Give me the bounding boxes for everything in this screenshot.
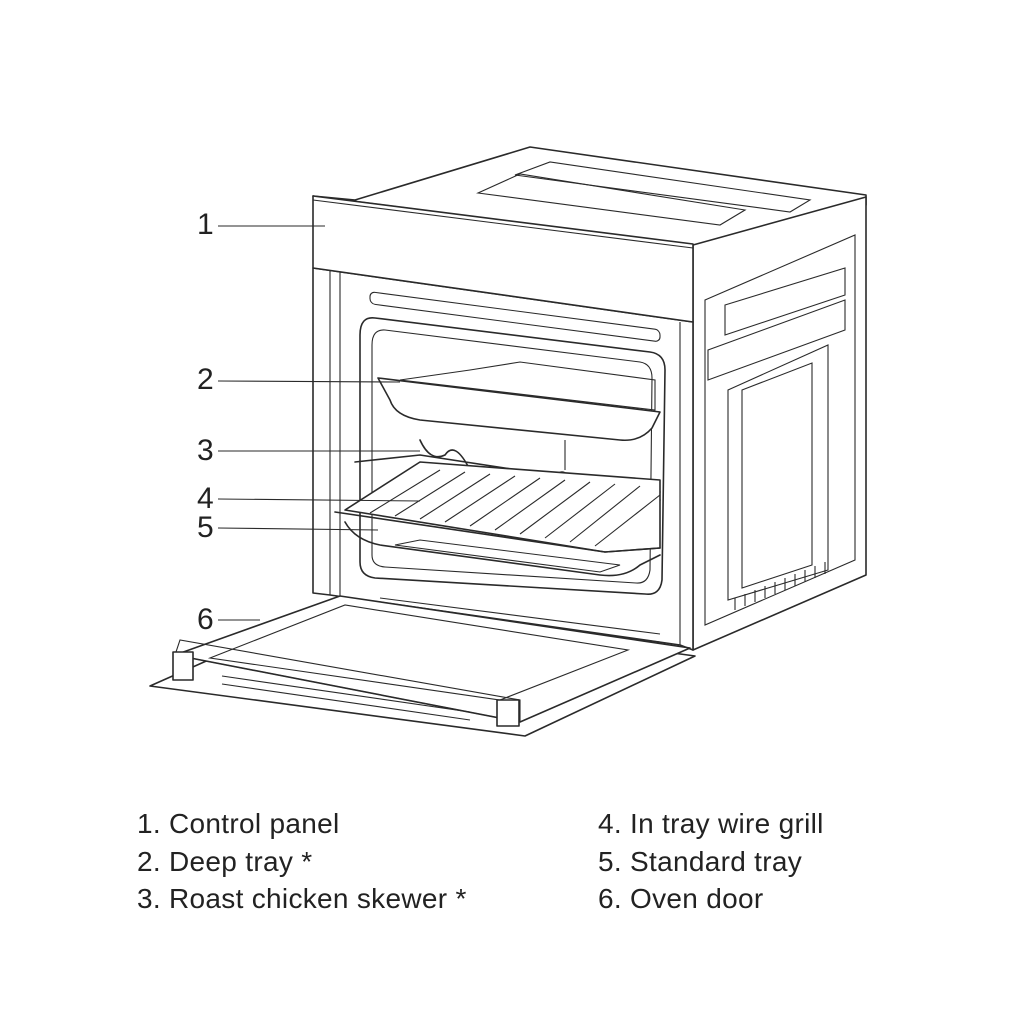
side-recess — [704, 234, 856, 626]
legend-item-control-panel: 1. Control panel — [137, 808, 340, 839]
legend-right: 4. In tray wire grill 5. Standard tray 6… — [598, 805, 824, 918]
legend-item-standard-tray: 5. Standard tray — [598, 845, 803, 877]
callout-4: 4 — [197, 482, 214, 515]
grill-wires — [369, 469, 661, 547]
side-rail — [707, 299, 846, 381]
door-corner-left — [172, 651, 194, 681]
deep-tray-inner — [399, 361, 656, 411]
side-bracket — [724, 267, 846, 336]
side-window — [741, 362, 813, 589]
door-glass — [207, 604, 631, 701]
door-vents — [221, 675, 471, 721]
legend-item-oven-door: 6. Oven door — [598, 883, 764, 914]
side-window-frame — [727, 344, 829, 601]
legend-left: 1. Control panel 2. Deep tray * 3. Roast… — [137, 805, 467, 918]
leader-lines — [217, 225, 421, 621]
cavity-floor-rail — [394, 539, 621, 573]
door-corner-right — [496, 699, 520, 727]
standard-tray — [334, 511, 661, 577]
control-panel — [312, 195, 694, 323]
callout-3: 3 — [197, 434, 214, 467]
cavity-inner — [371, 329, 653, 584]
oven-side — [692, 196, 867, 651]
side-vents — [734, 562, 826, 610]
callout-5: 5 — [197, 511, 214, 544]
callout-6: 6 — [197, 603, 214, 636]
top-vent-2 — [514, 161, 812, 213]
deep-tray — [377, 377, 661, 442]
top-vent-1 — [476, 173, 747, 226]
legend-item-roast-chicken-skewer: 3. Roast chicken skewer * — [137, 883, 467, 914]
callout-1: 1 — [197, 208, 214, 241]
legend-item-deep-tray: 2. Deep tray * — [137, 845, 313, 877]
callout-2: 2 — [197, 363, 214, 396]
legend-item-wire-grill: 4. In tray wire grill — [598, 808, 824, 839]
front-top-vents — [369, 291, 661, 342]
panel-edge — [312, 199, 694, 249]
door-front-edge — [174, 639, 521, 723]
